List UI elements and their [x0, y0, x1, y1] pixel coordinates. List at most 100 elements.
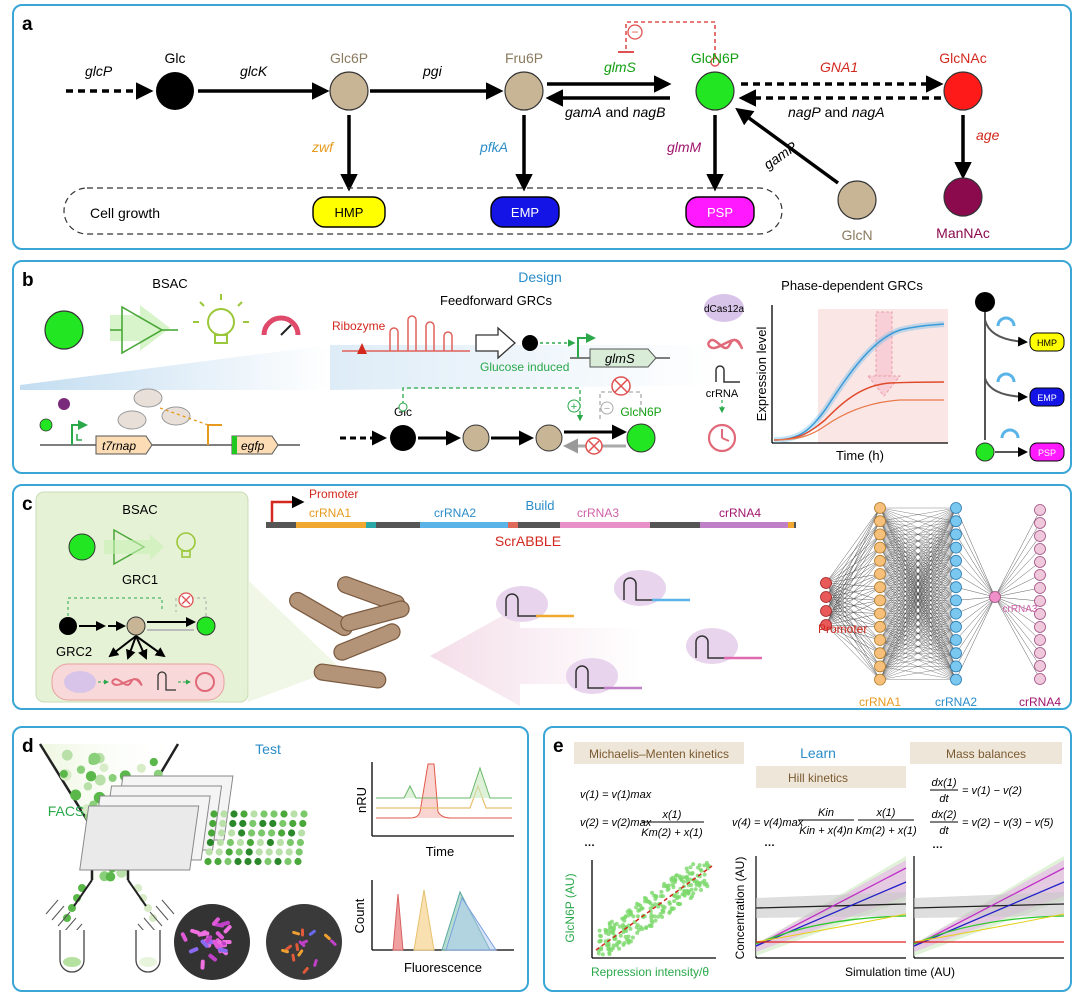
ribozyme-cleavage-site: [357, 343, 367, 354]
well: [260, 810, 268, 818]
cell-growth-boundary: [63, 187, 783, 235]
net-edge-in: [825, 587, 881, 626]
scatter-point: [628, 926, 633, 931]
net-node-crrna4: [1034, 504, 1046, 516]
cell: [308, 929, 316, 936]
net-node-crrna4: [1034, 543, 1046, 555]
net-edge-in: [825, 596, 881, 641]
net-edge-in: [825, 596, 881, 614]
scatter-point: [623, 934, 628, 939]
facs-droplet: [61, 749, 73, 761]
cell: [291, 953, 296, 962]
net-edge-last: [994, 596, 1041, 641]
net-edge-out: [955, 596, 996, 614]
glms-gene: [589, 348, 657, 368]
net-edge-in: [825, 582, 881, 627]
conc-y-label: Concentration (AU): [733, 857, 747, 960]
net-crrna2-label: crRNA2: [935, 695, 977, 709]
glck-label: glcK: [240, 63, 268, 79]
scatter-point: [682, 889, 687, 894]
net-edge-in: [825, 560, 881, 612]
panel-b-label: b: [22, 270, 34, 291]
facs-droplet: [85, 771, 97, 782]
mb2-rhs: = v(2) − v(3) − v(5): [962, 817, 1054, 829]
net-edge-last: [994, 561, 1041, 598]
net-edge-last: [994, 587, 1041, 598]
eq-v4-den: Kin + x(4)n: [799, 825, 853, 837]
net-edge-mid: [879, 600, 957, 680]
scatter-point: [661, 910, 666, 915]
panel-d: d FACS Test nRU Time: [22, 736, 514, 980]
scatter-point: [635, 930, 640, 935]
lightbulb-icon: [207, 308, 235, 336]
out-emp-branch: [984, 377, 1028, 402]
pfka-label: pfkA: [479, 139, 508, 155]
well: [245, 848, 253, 856]
well: [256, 838, 264, 847]
scatter-point: [596, 951, 601, 956]
glms-inhibition-line: [625, 21, 716, 64]
well: [280, 810, 288, 818]
cell: [300, 928, 305, 937]
speedometer-icon: [261, 315, 301, 336]
facs-droplet-sorted: [149, 914, 157, 922]
net-edge-in: [825, 610, 881, 641]
ribozyme-label: Ribozyme: [332, 319, 386, 333]
cell: [188, 947, 199, 954]
scatter-point: [600, 952, 605, 957]
design-band-left: [20, 345, 330, 390]
bacterium-3: [333, 623, 401, 661]
net-edge-out: [955, 596, 996, 601]
well: [226, 838, 234, 847]
cell: [180, 932, 188, 942]
scatter-point: [660, 894, 665, 899]
expr-curve-red: [773, 381, 945, 441]
glucose-dot: [522, 335, 538, 351]
net-edge-last: [994, 596, 1041, 667]
net-edge-in: [825, 582, 881, 614]
phase-title: Phase-dependent GRCs: [781, 278, 923, 293]
c-glcn6p-node: [196, 616, 216, 636]
well: [278, 829, 286, 837]
net-edge-in: [825, 596, 881, 654]
sim-line-magenta: [913, 867, 1065, 947]
fru6p-label: Fru6P: [505, 50, 543, 66]
c-plasmid-icon: [111, 678, 143, 686]
bacterium-4: [340, 600, 410, 632]
out-emp-box: [1029, 387, 1065, 407]
nru-trace-green: [376, 766, 512, 799]
panel-b: b BSAC t7rnap egfp Design: [20, 269, 1065, 463]
net-node-crrna1: [874, 660, 886, 673]
scatter-point: [688, 865, 693, 870]
well: [250, 810, 258, 818]
scatter-point: [647, 923, 652, 928]
net-edge-mid: [879, 547, 957, 680]
scatter-point: [624, 928, 629, 933]
net-edge-in: [825, 610, 881, 654]
b-feedforward-line: [402, 387, 584, 422]
segment-crrna1: [296, 522, 366, 528]
scatter-point: [682, 893, 687, 898]
crrna-complexes: [496, 570, 762, 694]
panel-a-label: a: [22, 14, 33, 35]
net-node-crrna2: [950, 554, 962, 567]
net-node-crrna1: [874, 541, 886, 554]
bsac-label-c: BSAC: [122, 502, 157, 517]
glcp-label: glcP: [85, 63, 113, 79]
nru-trace-red: [376, 763, 512, 819]
well: [268, 829, 276, 837]
cell: [285, 944, 293, 951]
net-node-crrna4: [1034, 517, 1046, 529]
fru6p-node: [504, 71, 544, 111]
facs-droplet: [83, 782, 93, 791]
segment-spacer-1: [366, 522, 376, 528]
scatter-point: [693, 887, 698, 892]
net-node-crrna2: [950, 541, 962, 554]
net-edge-mid: [879, 507, 957, 654]
inducer-dot: [58, 398, 70, 410]
net-edge-mid: [879, 507, 957, 535]
gamp-label: gamP: [761, 138, 801, 172]
scatter-point: [607, 922, 612, 927]
promoter-network: [820, 502, 1046, 686]
bsac-label-b: BSAC: [152, 276, 187, 291]
